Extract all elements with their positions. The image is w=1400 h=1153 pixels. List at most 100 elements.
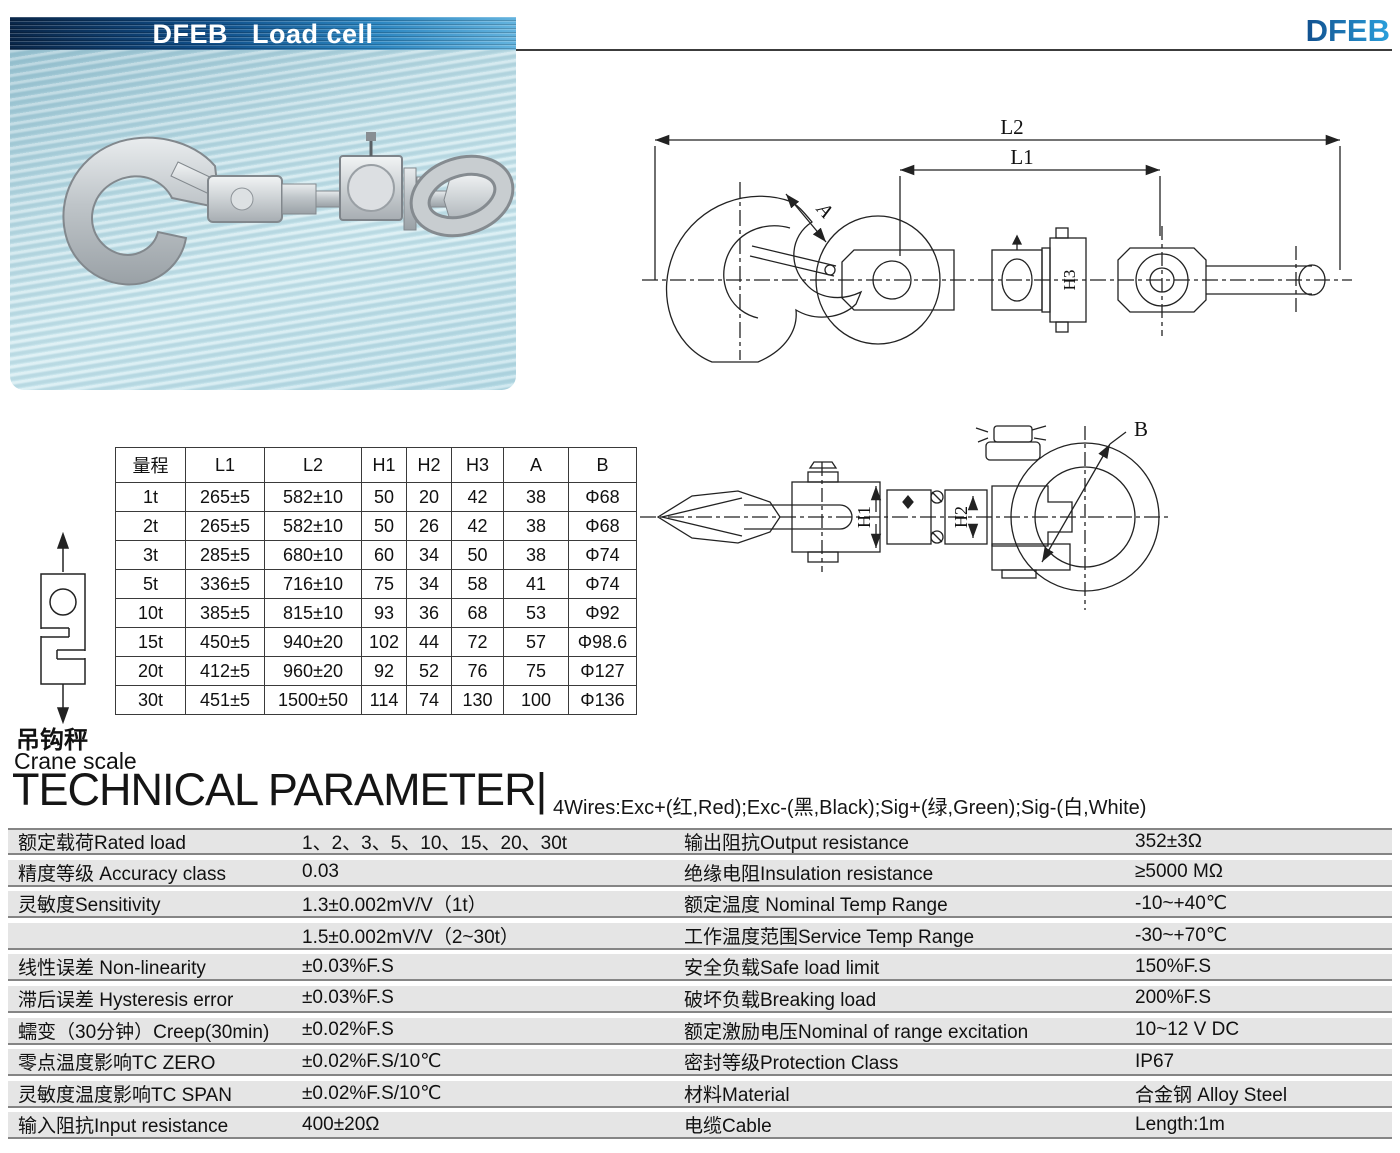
table-cell: 2t	[115, 511, 186, 541]
parameter-row: 额定载荷Rated load 1、2、3、5、10、15、20、30t 输出阻抗…	[8, 828, 1392, 855]
param-value: 400±20Ω	[302, 1113, 380, 1135]
param-label: 破坏负载Breaking load	[684, 989, 877, 1011]
dim-label-l2: L2	[1000, 115, 1023, 139]
dim-label-a: A	[811, 197, 837, 223]
table-cell: 57	[503, 627, 569, 657]
wiring-note: 4Wires:Exc+(红,Red);Exc-(黑,Black);Sig+(绿,…	[553, 797, 1147, 819]
header-cell: L1	[185, 447, 265, 483]
side-view-svg: L2 L1 A H3	[642, 115, 1352, 363]
table-cell: 93	[361, 598, 407, 628]
param-value: Length:1m	[1135, 1113, 1225, 1135]
parameter-row: 滞后误差 Hysteresis error ±0.03%F.S 破坏负载Brea…	[8, 985, 1392, 1013]
table-cell: 450±5	[185, 627, 265, 657]
table-cell: Φ68	[568, 482, 637, 512]
table-cell: 34	[406, 540, 452, 570]
product-photo	[10, 50, 516, 390]
table-cell: 26	[406, 511, 452, 541]
dimension-table-header-row: 量程 L1 L2 H1 H2 H3 A B	[115, 447, 637, 483]
crane-scale-label-en: Crane scale	[14, 748, 137, 774]
table-cell: 30t	[115, 685, 186, 715]
table-cell: 38	[503, 540, 569, 570]
parameter-row: 1.5±0.002mV/V（2~30t） 工作温度范围Service Temp …	[8, 922, 1392, 950]
dim-label-h2: H2	[951, 506, 971, 528]
table-cell: 265±5	[185, 482, 265, 512]
table-cell: 15t	[115, 627, 186, 657]
table-cell: 38	[503, 482, 569, 512]
table-cell: 76	[451, 656, 504, 686]
param-label: 输出阻抗Output resistance	[684, 833, 909, 854]
param-value: ±0.03%F.S	[302, 955, 394, 977]
param-value: IP67	[1135, 1050, 1175, 1072]
table-cell: 100	[503, 685, 569, 715]
param-value: ±0.02%F.S/10℃	[302, 1082, 442, 1104]
section-title: TECHNICAL PARAMETER|	[12, 764, 547, 815]
table-cell: 102	[361, 627, 407, 657]
param-value: 0.03	[302, 861, 339, 883]
table-cell: Φ68	[568, 511, 637, 541]
param-value: 352±3Ω	[1135, 830, 1202, 852]
header-divider	[516, 49, 1392, 51]
table-cell: 940±20	[264, 627, 362, 657]
table-cell: 20t	[115, 656, 186, 686]
table-cell: 42	[451, 511, 504, 541]
parameter-row: 灵敏度Sensitivity 1.3±0.002mV/V（1t） 额定温度 No…	[8, 891, 1392, 919]
table-cell: 385±5	[185, 598, 265, 628]
side-view-drawing: L2 L1 A H3	[640, 108, 1380, 369]
table-cell: 50	[451, 540, 504, 570]
clevis-pin	[230, 187, 254, 211]
table-cell: 582±10	[264, 482, 362, 512]
param-label: 材料Material	[684, 1084, 790, 1106]
param-value: ±0.02%F.S	[302, 1019, 394, 1041]
table-cell: Φ74	[568, 569, 637, 599]
param-label: 线性误差 Non-linearity	[18, 958, 206, 980]
parameter-row: 蠕变（30分钟）Creep(30min) ±0.02%F.S 额定激励电压Nom…	[8, 1017, 1392, 1045]
param-label: 蠕变（30分钟）Creep(30min)	[18, 1021, 270, 1043]
header-cell: H1	[361, 447, 407, 483]
table-cell: 815±10	[264, 598, 362, 628]
table-cell: 285±5	[185, 540, 265, 570]
param-value: ≥5000 MΩ	[1135, 861, 1224, 883]
table-cell: 130	[451, 685, 504, 715]
rod-left	[315, 190, 343, 208]
parameter-row: 零点温度影响TC ZERO ±0.02%F.S/10℃ 密封等级Protecti…	[8, 1049, 1392, 1077]
table-cell: 74	[406, 685, 452, 715]
link-block	[281, 183, 317, 215]
table-cell: 3t	[115, 540, 186, 570]
parameter-row: 输入阻抗Input resistance 400±20Ω 电缆Cable Len…	[8, 1112, 1392, 1140]
table-cell: Φ74	[568, 540, 637, 570]
param-label: 精度等级 Accuracy class	[18, 863, 226, 885]
table-cell: 114	[361, 685, 407, 715]
table-cell: 680±10	[264, 540, 362, 570]
param-value: -10~+40℃	[1135, 893, 1228, 915]
eye-ring	[412, 157, 512, 235]
param-value: ±0.03%F.S	[302, 987, 394, 1009]
param-label: 输入阻抗Input resistance	[18, 1116, 229, 1138]
table-cell: 72	[451, 627, 504, 657]
table-cell: 20	[406, 482, 452, 512]
parameter-table: 额定载荷Rated load 1、2、3、5、10、15、20、30t 输出阻抗…	[8, 828, 1392, 1144]
param-value: -30~+70℃	[1135, 924, 1228, 946]
title-banner: DFEB Load cell	[10, 17, 516, 51]
param-label: 额定载荷Rated load	[18, 833, 186, 854]
table-cell: 52	[406, 656, 452, 686]
table-cell: 75	[361, 569, 407, 599]
param-value: 1.5±0.002mV/V（2~30t）	[302, 926, 519, 948]
table-cell: 75	[503, 656, 569, 686]
parameter-row: 灵敏度温度影响TC SPAN ±0.02%F.S/10℃ 材料Material …	[8, 1080, 1392, 1108]
table-cell: 41	[503, 569, 569, 599]
table-cell: Φ98.6	[568, 627, 637, 657]
cable-connector	[366, 132, 376, 141]
parameter-row: 线性误差 Non-linearity ±0.03%F.S 安全负载Safe lo…	[8, 954, 1392, 982]
table-cell: 58	[451, 569, 504, 599]
param-label: 灵敏度温度影响TC SPAN	[18, 1084, 232, 1106]
param-value: 1、2、3、5、10、15、20、30t	[302, 833, 568, 854]
header-cell: H2	[406, 447, 452, 483]
load-cell-face	[347, 164, 395, 212]
param-value: 150%F.S	[1135, 955, 1212, 977]
header-cell: H3	[451, 447, 504, 483]
crane-scale-icon	[14, 531, 114, 729]
param-value: ±0.02%F.S/10℃	[302, 1051, 442, 1073]
